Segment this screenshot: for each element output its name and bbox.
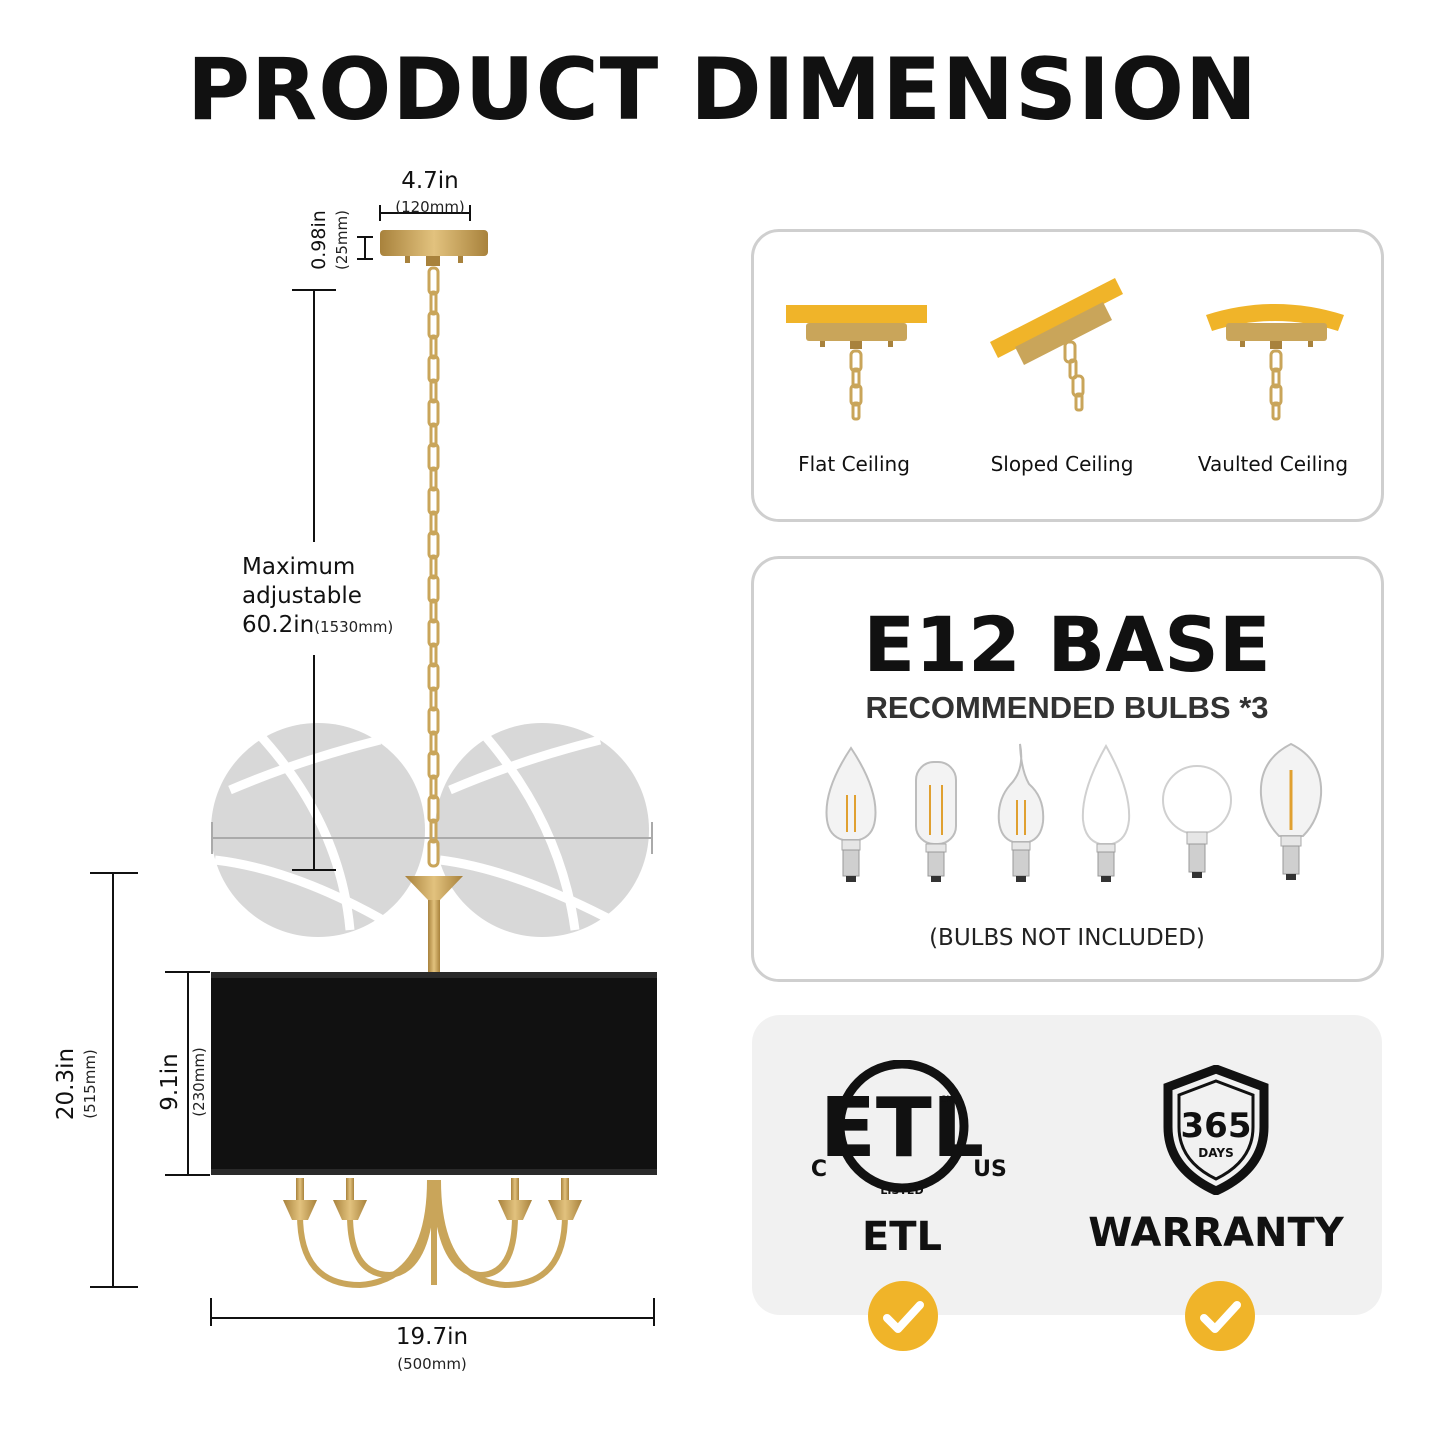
chain-length-in: 60.2in <box>242 612 315 638</box>
bulbs-not-included-note: (BULBS NOT INCLUDED) <box>929 925 1205 951</box>
flat-ceiling-icon <box>786 305 927 421</box>
total-height-mm: (515mm) <box>81 1049 99 1119</box>
shade-width-mm: (500mm) <box>397 1355 467 1373</box>
warranty-days-number: 365 <box>1181 1106 1252 1146</box>
recommended-bulbs-label: RECOMMENDED BULBS *3 <box>865 690 1269 725</box>
warranty-shield-icon: 365 DAYS <box>1163 1065 1269 1195</box>
etl-c-text: C <box>811 1157 827 1182</box>
edison-st-bulb-icon <box>1259 742 1323 880</box>
canopy-height-mm: (25mm) <box>333 210 351 271</box>
chandelier-diagram <box>90 205 657 1326</box>
etl-mark-text: ETL <box>820 1081 984 1176</box>
chain-line2: adjustable <box>242 583 362 609</box>
shade-height-mm: (230mm) <box>190 1047 208 1117</box>
flame-tip-bulb-icon <box>997 743 1045 882</box>
candle-cups <box>283 1178 582 1220</box>
fixture-cone <box>405 876 463 900</box>
etl-cm-text: CM <box>940 1095 954 1105</box>
drum-shade <box>211 972 657 1175</box>
warranty-label: WARRANTY <box>1088 1210 1344 1256</box>
canopy-width-mm: (120mm) <box>395 198 465 216</box>
ceiling-label-sloped: Sloped Ceiling <box>990 452 1134 476</box>
canopy-width-label: 4.7in <box>401 168 459 194</box>
tubular-filament-bulb-icon <box>915 761 957 882</box>
warranty-days-unit: DAYS <box>1198 1146 1233 1160</box>
ceiling-label-vaulted: Vaulted Ceiling <box>1197 452 1349 476</box>
etl-us-text: US <box>973 1157 1007 1182</box>
frosted-candle-bulb-icon <box>1081 743 1131 882</box>
vaulted-ceiling-icon <box>1206 304 1344 421</box>
warranty-check-icon <box>1185 1281 1255 1351</box>
shade-height-label: 9.1in <box>157 1053 183 1111</box>
page-title: PRODUCT DIMENSION <box>186 40 1258 140</box>
ceiling-label-flat: Flat Ceiling <box>798 452 910 476</box>
etl-label: ETL <box>861 1214 943 1260</box>
ceiling-canopy <box>380 230 488 266</box>
ceiling-types-card <box>751 229 1384 522</box>
canopy-height-label: 0.98in <box>308 210 330 270</box>
fixture-rod <box>428 900 440 972</box>
chain-line1: Maximum <box>242 554 356 580</box>
total-height-label: 20.3in <box>53 1047 79 1121</box>
bulb-row <box>825 742 1323 882</box>
globe-bulb-icon <box>1162 765 1232 878</box>
etl-listed-text: LISTED <box>880 1184 923 1197</box>
sloped-ceiling-icon <box>990 278 1123 412</box>
candle-filament-bulb-icon <box>825 746 877 882</box>
etl-check-icon <box>868 1281 938 1351</box>
chain-length-label: Maximum adjustable 60.2in(1530mm) <box>242 553 393 642</box>
chain <box>427 266 440 868</box>
bulb-base-heading: E12 BASE <box>863 600 1271 689</box>
etl-listed-logo: ETL CM LISTED C US <box>811 1060 1007 1197</box>
candle-arms <box>297 1179 568 1289</box>
shade-width-label: 19.7in <box>395 1324 469 1350</box>
chain-length-mm: (1530mm) <box>314 618 394 636</box>
